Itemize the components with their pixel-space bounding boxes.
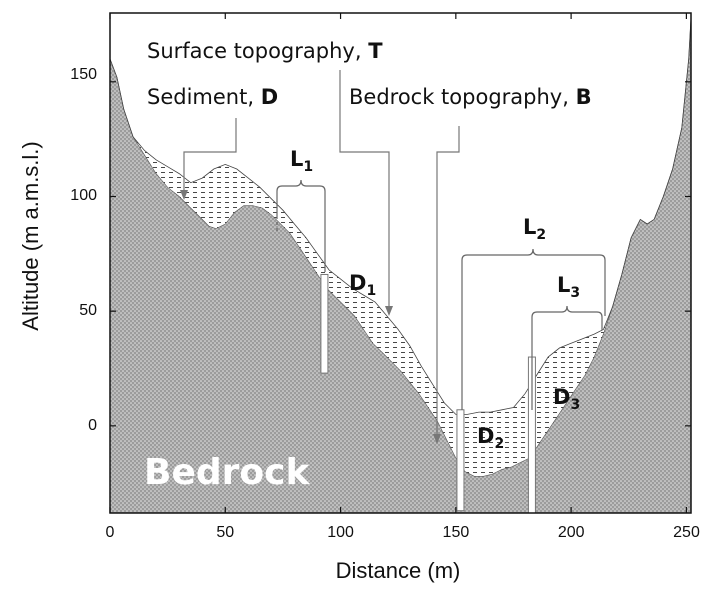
D3-label: D3	[553, 385, 580, 413]
x-tick-250: 250	[673, 524, 700, 541]
x-axis-title: Distance (m)	[336, 558, 461, 583]
borehole-bar-2	[456, 409, 465, 512]
leader-lines	[183, 70, 460, 438]
plot-frame	[109, 12, 692, 514]
borehole-bars	[320, 273, 536, 513]
x-tick-200: 200	[558, 524, 585, 541]
y-tick-100: 100	[70, 187, 97, 204]
surface-topography-label: Surface topography, T	[147, 39, 383, 63]
x-tick-0: 0	[106, 524, 115, 541]
sediment-arrowhead	[180, 190, 188, 200]
surface-arrowhead	[385, 306, 393, 316]
surface-topography-line	[110, 17, 691, 415]
y-tick-0: 0	[88, 417, 97, 434]
x-tick-150: 150	[443, 524, 470, 541]
sediment-leader	[183, 118, 237, 194]
L2-label: L2	[523, 215, 546, 243]
x-tick-100: 100	[327, 524, 354, 541]
bedrock-arrowhead	[433, 434, 441, 444]
y-tick-150: 150	[70, 66, 97, 83]
leader-arrowheads	[180, 190, 441, 444]
L3-label: L3	[557, 273, 580, 301]
surface-leader	[339, 70, 390, 310]
D2-label: D2	[477, 424, 504, 452]
D1-label: D1	[349, 271, 376, 299]
bedrock-topography-label: Bedrock topography, B	[349, 85, 592, 109]
length-brackets	[276, 179, 606, 410]
L2-bracket	[461, 248, 606, 410]
L3-bracket	[531, 305, 603, 410]
y-axis-title: Altitude (m a.m.s.l.)	[18, 141, 43, 330]
L1-label: L1	[290, 147, 313, 175]
sediment-label: Sediment, D	[147, 85, 278, 109]
borehole-bar-1	[320, 273, 329, 374]
sediment-area	[110, 17, 691, 477]
y-tick-50: 50	[79, 302, 97, 319]
bedrock-region-label: Bedrock	[144, 452, 310, 493]
L1-bracket	[276, 179, 326, 272]
axis-ticks	[109, 13, 691, 513]
x-tick-50: 50	[216, 524, 234, 541]
bedrock-leader	[436, 126, 460, 438]
